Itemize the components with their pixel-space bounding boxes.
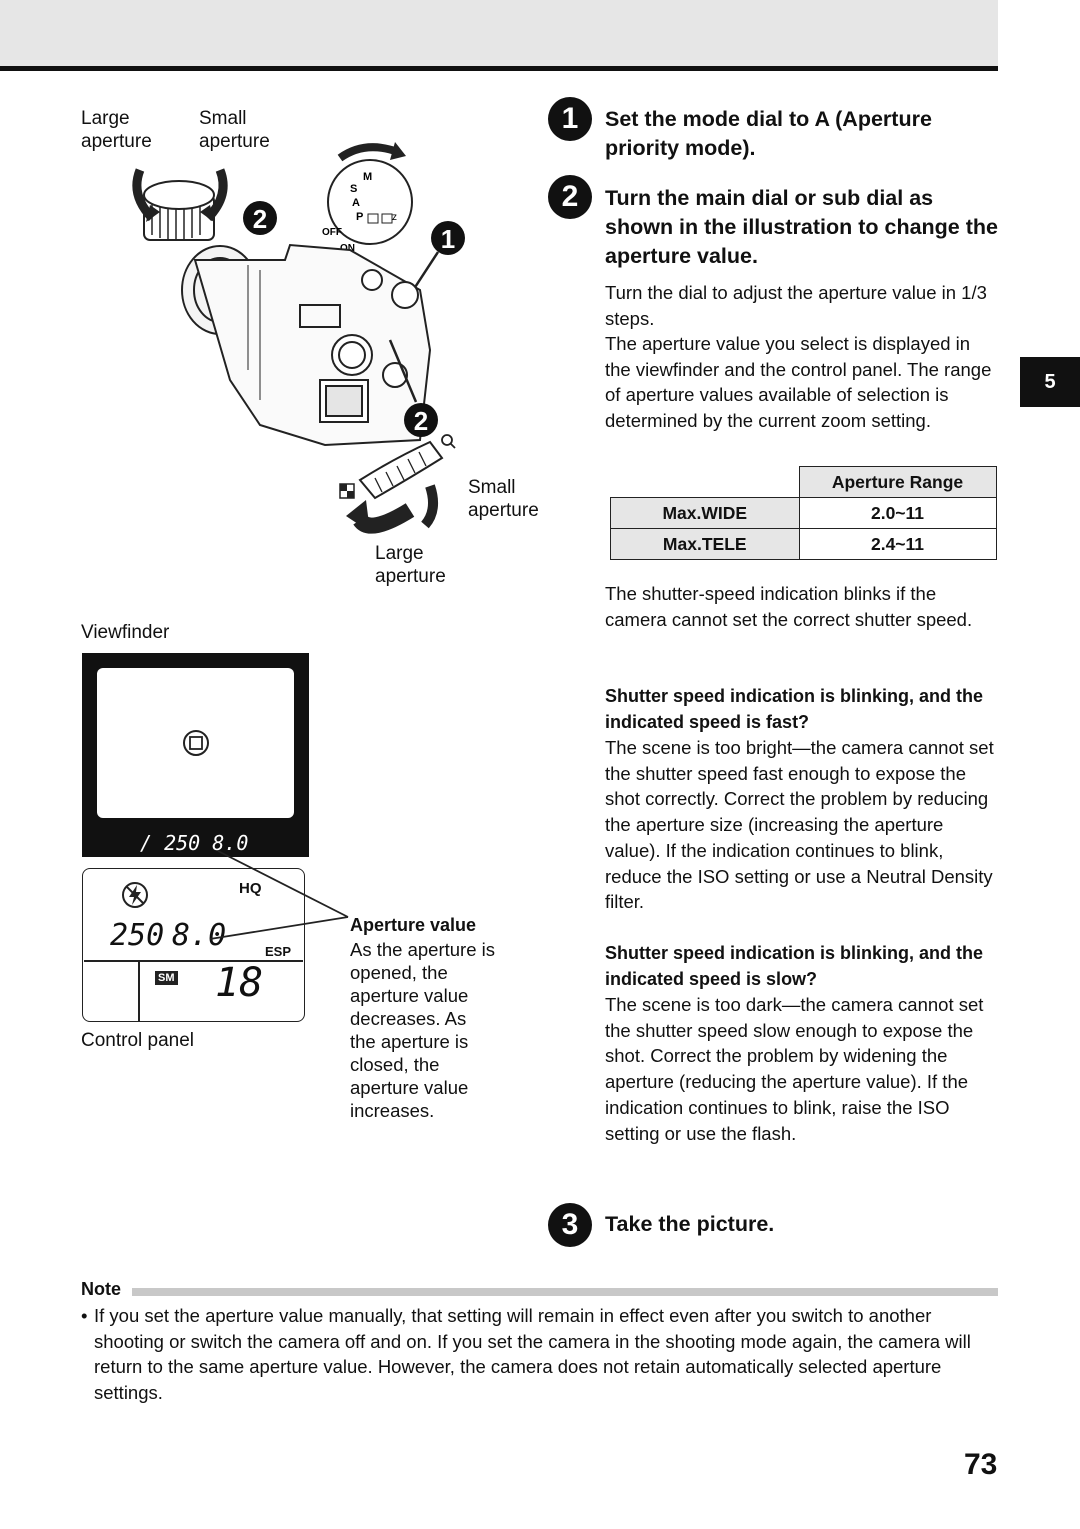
lower-small-aperture-label: Small aperture (468, 477, 539, 521)
on-label: ON (340, 243, 355, 254)
flash-off-icon (122, 882, 148, 908)
slow-answer: The scene is too dark—the camera cannot … (605, 994, 984, 1144)
viewfinder-label: Viewfinder (81, 622, 170, 643)
af-target-icon (183, 730, 209, 756)
table-header: Aperture Range (798, 466, 997, 498)
cp-frame-count: 18 (215, 960, 264, 1006)
svg-text:1: 1 (441, 224, 455, 254)
header-rule (0, 66, 998, 71)
viewfinder-readout: / 250 8.0 (140, 831, 249, 855)
svg-text:M: M (363, 171, 372, 183)
step-2-heading: Turn the main dial or sub dial as shown … (605, 186, 998, 268)
camera-body-icon (181, 243, 432, 447)
viewfinder-frame (97, 668, 294, 818)
cp-aperture-value: 8.0 (172, 918, 227, 953)
table-row-label: Max.TELE (610, 528, 800, 560)
table-row: Max.WIDE 2.0~11 (610, 497, 997, 529)
sub-dial-icon (339, 434, 456, 534)
lower-large-aperture-label: Large aperture (375, 543, 446, 587)
fast-answer: The scene is too bright—the camera canno… (605, 737, 994, 913)
step-1-badge: 1 (548, 97, 592, 141)
sm-indicator: SM (155, 971, 178, 985)
slow-question: Shutter speed indication is blinking, an… (605, 943, 984, 989)
small-aperture-label: Small aperture (199, 108, 270, 152)
aperture-value-text: As the aperture is opened, the aperture … (350, 939, 495, 1121)
table-row-value: 2.4~11 (798, 528, 997, 560)
page-number: 73 (964, 1448, 998, 1481)
large-aperture-label: Large aperture (81, 108, 152, 152)
svg-text:S: S (350, 183, 357, 195)
aperture-callout-lines (209, 850, 349, 940)
off-label: OFF (322, 227, 342, 238)
step-3-heading: Take the picture. (605, 1212, 775, 1236)
control-panel-label: Control panel (81, 1030, 195, 1051)
header-band (0, 0, 998, 66)
aperture-value-title: Aperture value (350, 915, 477, 935)
table-row-label: Max.WIDE (610, 497, 800, 529)
cp-divider-v (138, 961, 140, 1021)
svg-text:z: z (392, 212, 397, 223)
svg-text:A: A (352, 197, 360, 209)
cp-divider-h (84, 960, 303, 962)
step-3-badge: 3 (548, 1203, 592, 1247)
control-panel-display (82, 868, 305, 1022)
note-bullet: • (81, 1305, 88, 1326)
step-2-body-2: The aperture value you select is display… (605, 333, 992, 432)
esp-indicator: ESP (265, 944, 292, 959)
lens-ring-icon (132, 168, 228, 241)
table-row-value: 2.0~11 (798, 497, 997, 529)
step-2-badge: 2 (548, 175, 592, 219)
svg-text:P: P (356, 211, 363, 223)
note-rule (132, 1288, 998, 1296)
fast-question: Shutter speed indication is blinking, an… (605, 686, 984, 732)
camera-illustration: 2 S M A P z OFF ON 1 2 (132, 142, 465, 534)
cp-shutter-speed: 250 (110, 918, 165, 953)
table-row: Max.TELE 2.4~11 (610, 528, 997, 560)
mode-dial-icon: S M A P z (327, 142, 413, 245)
chapter-tab: 5 (1020, 357, 1080, 407)
svg-text:2: 2 (253, 204, 267, 234)
hq-indicator: HQ (239, 880, 262, 897)
note-text: If you set the aperture value manually, … (94, 1305, 971, 1404)
step-1-heading: Set the mode dial to A (Aperture priorit… (605, 107, 932, 160)
note-label: Note (81, 1279, 121, 1299)
blink-text: The shutter-speed indication blinks if t… (605, 583, 973, 630)
aperture-range-table: Aperture Range Max.WIDE 2.0~11 Max.TELE … (610, 466, 997, 560)
step-2-body-1: Turn the dial to adjust the aperture val… (605, 282, 987, 329)
svg-text:2: 2 (414, 406, 428, 436)
